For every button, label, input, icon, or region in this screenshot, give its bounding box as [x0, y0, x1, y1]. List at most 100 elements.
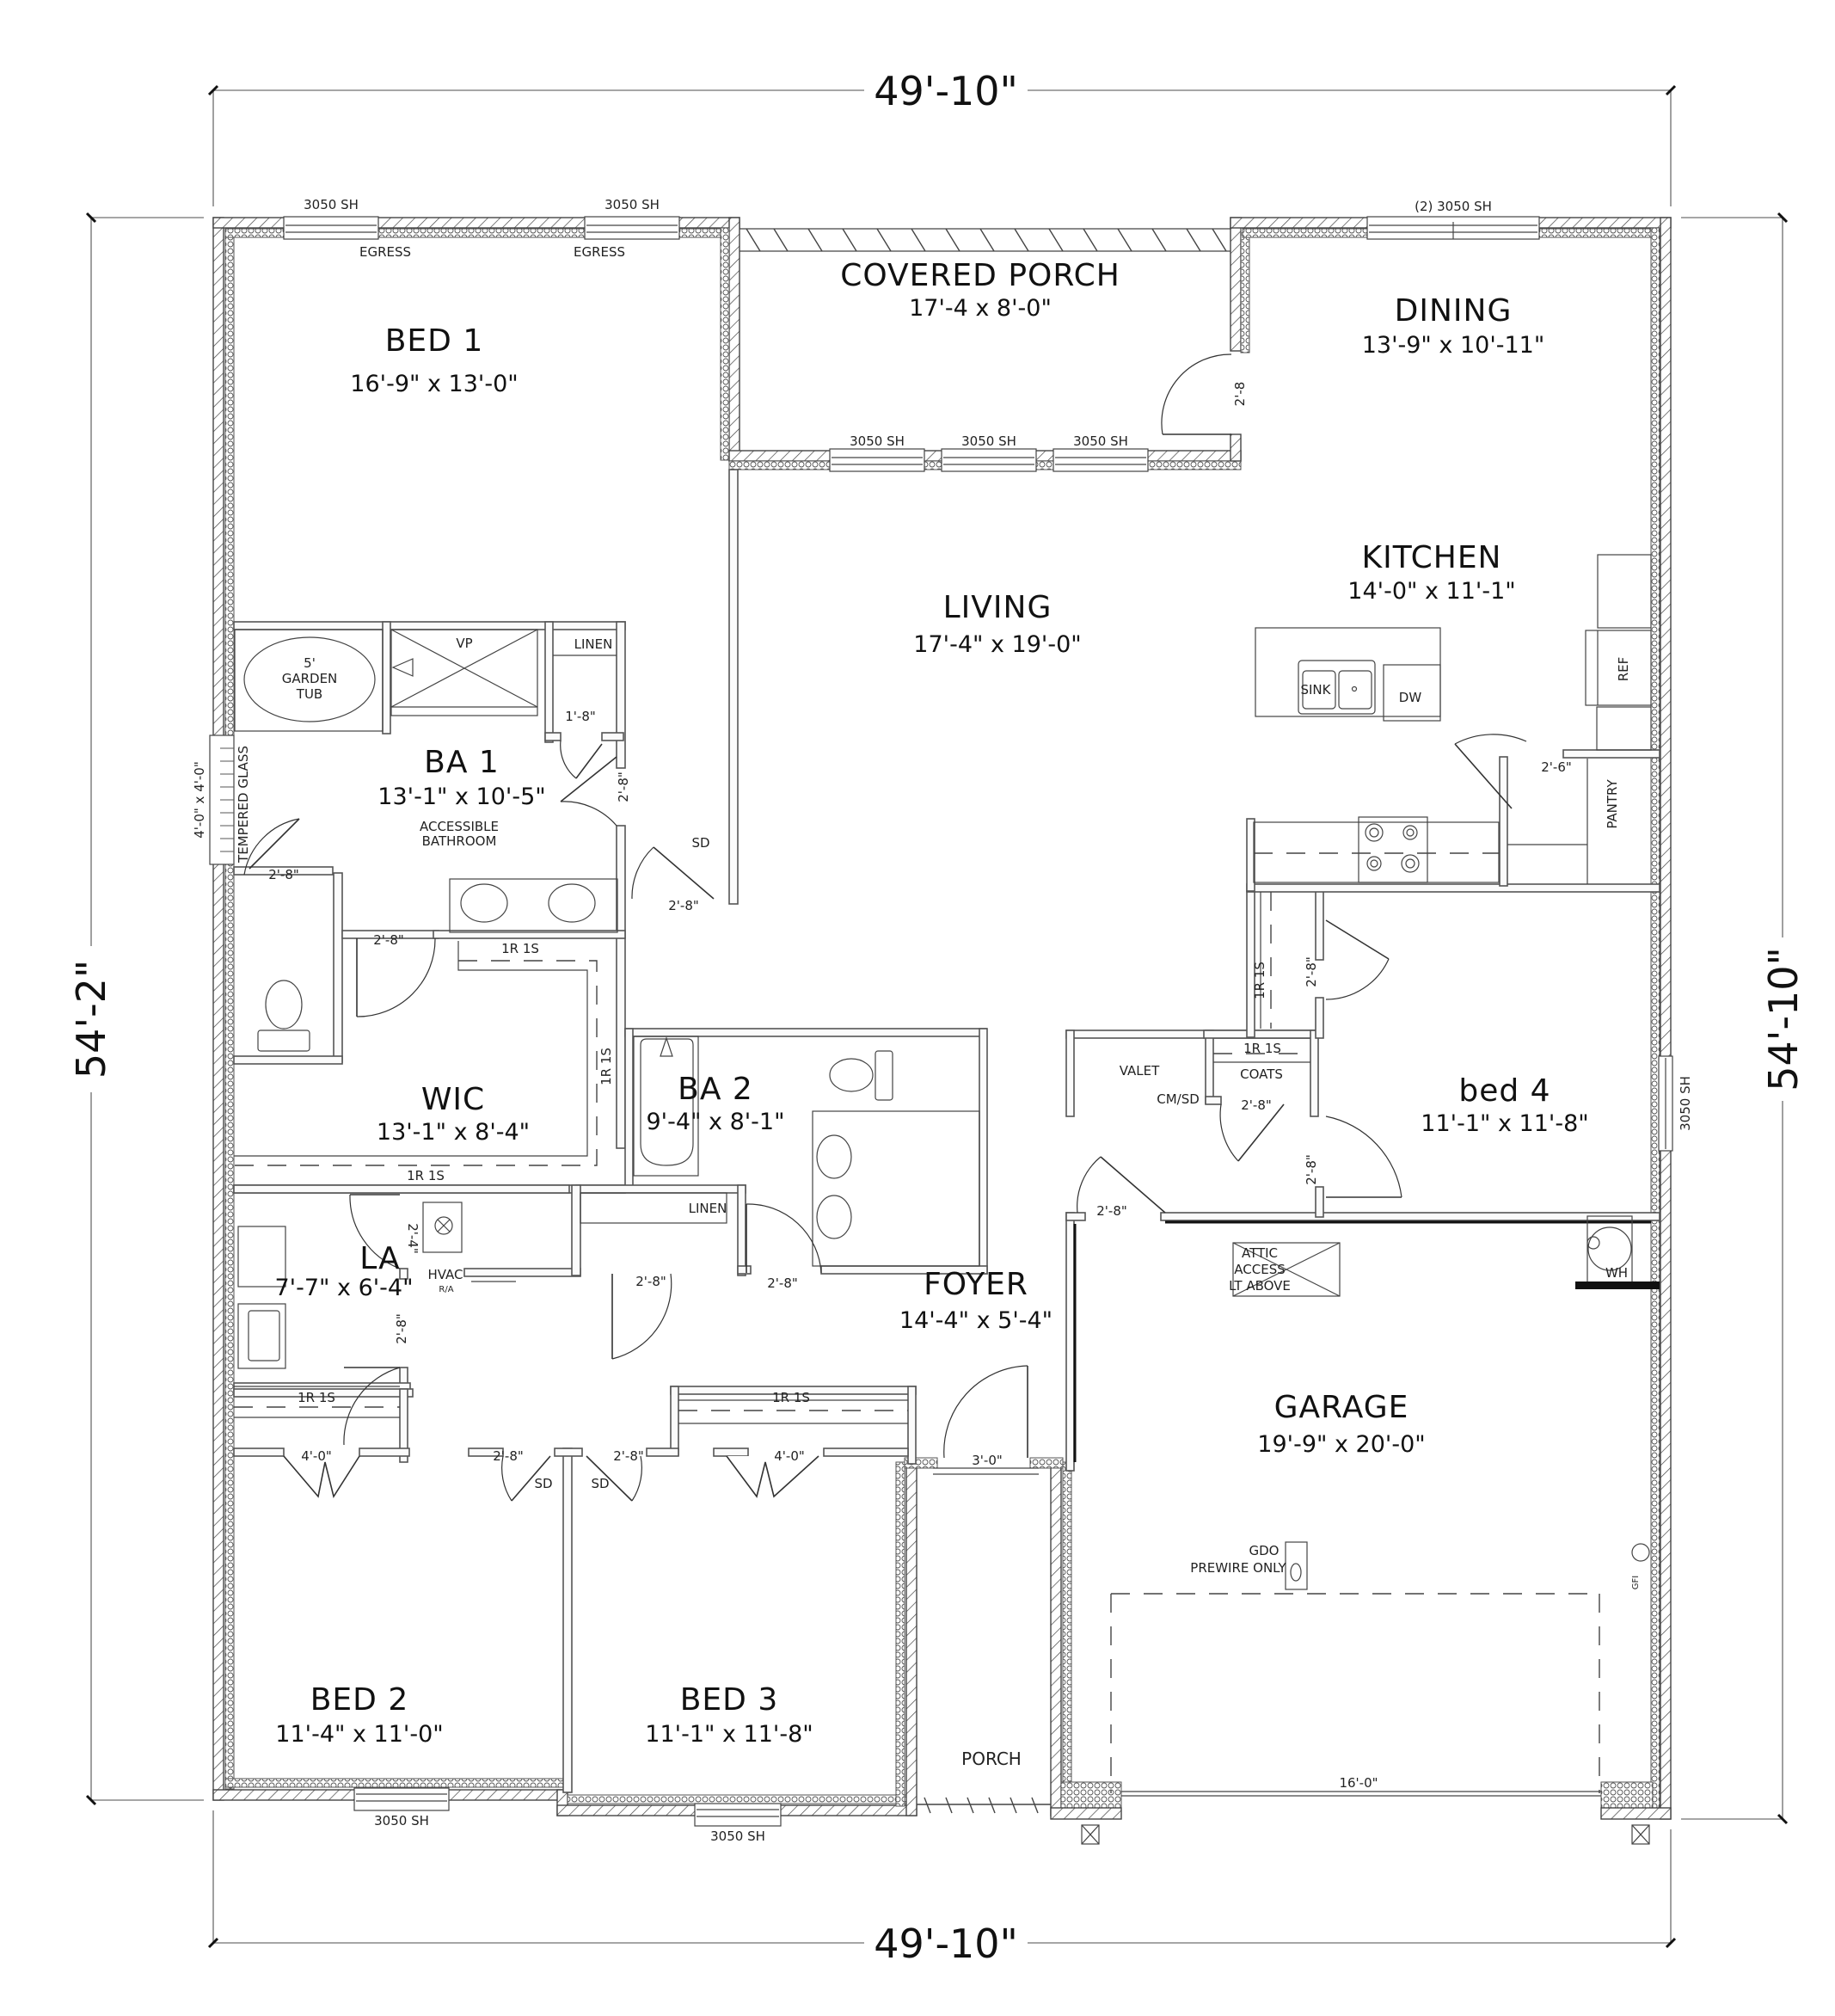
- door-label-hall-linen: 2'-8": [635, 1274, 666, 1289]
- shelf-label-bed3: 1R 1S: [772, 1390, 810, 1405]
- dimension-lines: [69, 69, 1806, 1964]
- gdo-label-2: PREWIRE ONLY: [1190, 1560, 1286, 1576]
- water-heater-label: WH: [1605, 1265, 1628, 1281]
- valet-label: VALET: [1120, 1063, 1160, 1079]
- dishwasher-label: DW: [1399, 690, 1422, 705]
- garage-door-width-label: 16'-0": [1339, 1775, 1378, 1791]
- gdo-label-1: GDO: [1249, 1543, 1280, 1558]
- doors: [243, 353, 1527, 1502]
- room-name-bed3: BED 3: [680, 1682, 779, 1718]
- shelf-label-wic-top: 1R 1S: [501, 941, 539, 956]
- door-label-bed4-linen: 2'-8": [1304, 956, 1319, 987]
- room-name-wic: WIC: [421, 1082, 485, 1117]
- door-label-bed3: 2'-8": [613, 1448, 644, 1464]
- shower-label: VP: [456, 636, 472, 651]
- door-label-bed2-closet: 4'-0": [301, 1448, 332, 1464]
- room-name-la: LA: [359, 1241, 401, 1276]
- room-name-ba1: BA 1: [424, 745, 500, 780]
- door-label-linen-ba1: 1'-8": [565, 709, 596, 724]
- room-size-ba1: 13'-1" x 10'-5": [377, 784, 545, 810]
- gfi-label: GFI: [1631, 1576, 1641, 1589]
- covered-porch-beam: [740, 228, 1230, 1814]
- door-label-bed4: 2'-8": [1304, 1154, 1319, 1185]
- overall-width-top-label: 49'-10": [874, 68, 1017, 114]
- egress-label-a: EGRESS: [359, 244, 411, 260]
- room-name-covered-porch: COVERED PORCH: [840, 258, 1120, 293]
- linen-label-hall: LINEN: [689, 1201, 727, 1216]
- room-name-bed1: BED 1: [385, 323, 484, 359]
- room-size-kitchen: 14'-0" x 11'-1": [1347, 578, 1515, 605]
- sd-label-living: SD: [691, 835, 709, 851]
- room-size-dining: 13'-9" x 10'-11": [1362, 332, 1545, 359]
- window-label-porch-a: 3050 SH: [850, 433, 905, 449]
- linen-label-ba1: LINEN: [574, 636, 613, 652]
- room-name-bed2: BED 2: [310, 1682, 409, 1718]
- door-label-coats: 2'-8": [1241, 1097, 1272, 1113]
- coats-label: COATS: [1240, 1066, 1283, 1082]
- door-label-garage: 2'-8": [1096, 1203, 1127, 1219]
- window-label-ba1-size: 4'-0" x 4'-0": [192, 761, 207, 838]
- door-label-toilet: 2'-8": [268, 867, 299, 882]
- room-name-foyer: FOYER: [924, 1267, 1028, 1302]
- windows: [209, 216, 1673, 1827]
- room-name-dining: DINING: [1395, 293, 1513, 329]
- shelf-label-bed4-linen: 1R 1S: [1252, 962, 1267, 999]
- tub-label-1: 5': [304, 655, 316, 671]
- room-size-ba2: 9'-4" x 8'-1": [646, 1109, 784, 1135]
- door-label-porch: 2'-8: [1232, 382, 1248, 407]
- window-label-bed1-b: 3050 SH: [605, 197, 660, 212]
- room-size-garage: 19'-9" x 20'-0": [1257, 1431, 1425, 1458]
- room-size-bed4: 11'-1" x 11'-8": [1421, 1110, 1588, 1137]
- attic-label-2: ACCESS: [1234, 1262, 1285, 1277]
- room-size-la: 7'-7" x 6'-4": [274, 1275, 413, 1301]
- sd-label-bed2: SD: [534, 1476, 552, 1491]
- window-label-bed3: 3050 SH: [710, 1829, 765, 1844]
- overall-depth-right-label: 54'-10": [1760, 947, 1807, 1091]
- door-label-wic: 2'-8": [373, 932, 404, 948]
- fridge-label: REF: [1616, 657, 1631, 682]
- sink-label: SINK: [1300, 682, 1331, 698]
- window-label-porch-b: 3050 SH: [961, 433, 1016, 449]
- door-label-la-top: 2'-4": [405, 1223, 420, 1254]
- sd-label-bed3: SD: [591, 1476, 609, 1491]
- window-label-ba1-glass: TEMPERED GLASS: [236, 746, 251, 864]
- door-label-bed2: 2'-8": [493, 1448, 524, 1464]
- room-size-living: 17'-4" x 19'-0": [913, 631, 1081, 658]
- window-label-bed2: 3050 SH: [374, 1813, 429, 1829]
- pantry-label: PANTRY: [1605, 778, 1620, 828]
- door-label-pantry: 2'-6": [1541, 759, 1572, 775]
- egress-label-b: EGRESS: [574, 244, 625, 260]
- overall-depth-left-label: 54'-2": [68, 960, 114, 1079]
- overall-width-bottom-label: 49'-10": [874, 1921, 1017, 1967]
- room-name-kitchen: KITCHEN: [1362, 540, 1502, 575]
- window-label-bed4: 3050 SH: [1678, 1076, 1693, 1131]
- fixtures: [234, 554, 1660, 1845]
- room-size-bed3: 11'-1" x 11'-8": [645, 1721, 813, 1748]
- door-label-bed3-closet: 4'-0": [774, 1448, 805, 1464]
- room-name-garage: GARAGE: [1274, 1390, 1409, 1425]
- hvac-label: HVAC: [427, 1267, 463, 1282]
- shelf-label-coats: 1R 1S: [1243, 1041, 1281, 1056]
- shelf-label-wic-side: 1R 1S: [598, 1048, 614, 1085]
- room-size-wic: 13'-1" x 8'-4": [377, 1119, 530, 1146]
- attic-label-1: ATTIC: [1242, 1245, 1278, 1261]
- shelf-label-bed2: 1R 1S: [298, 1390, 335, 1405]
- door-label-sd-living: 2'-8": [668, 898, 699, 913]
- room-name-living: LIVING: [943, 590, 1053, 625]
- room-size-bed1: 16'-9" x 13'-0": [350, 371, 518, 397]
- attic-label-3: LT ABOVE: [1229, 1278, 1291, 1294]
- room-size-foyer: 14'-4" x 5'-4": [899, 1307, 1053, 1334]
- shelf-label-wic-bottom: 1R 1S: [407, 1168, 445, 1183]
- tub-label-3: TUB: [296, 686, 322, 702]
- cmsd-label: CM/SD: [1157, 1091, 1200, 1107]
- window-label-porch-c: 3050 SH: [1073, 433, 1128, 449]
- room-name-porch: PORCH: [961, 1749, 1022, 1769]
- room-size-covered-porch: 17'-4 x 8'-0": [909, 295, 1052, 322]
- ba1-note-bathroom: BATHROOM: [422, 833, 497, 849]
- door-label-front: 3'-0": [972, 1453, 1003, 1468]
- tub-label-2: GARDEN: [282, 671, 338, 686]
- room-name-bed4: bed 4: [1458, 1073, 1550, 1109]
- door-label-ba1-entry: 2'-8": [616, 771, 631, 802]
- room-size-bed2: 11'-4" x 11'-0": [275, 1721, 443, 1748]
